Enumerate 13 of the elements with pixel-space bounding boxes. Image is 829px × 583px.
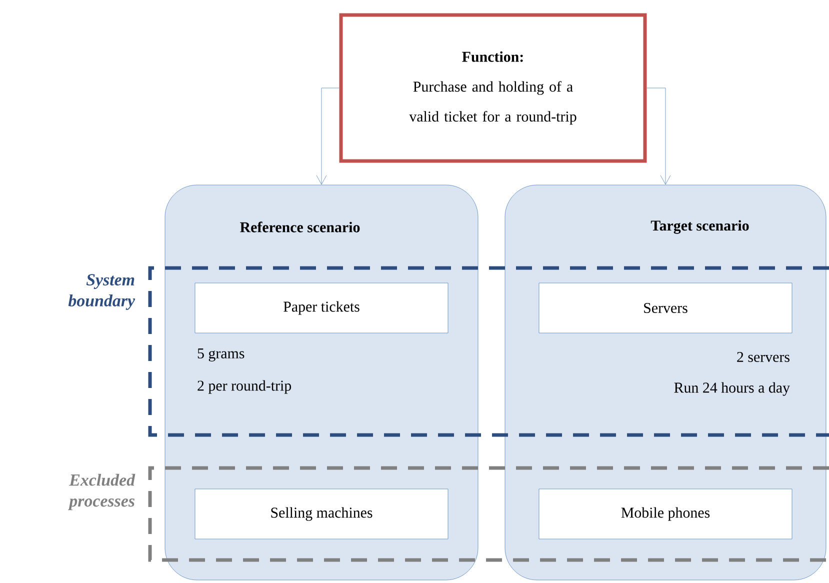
process-box: Selling machines (194, 488, 448, 540)
note-text: 5 grams (198, 348, 244, 362)
process-box: Mobile phones (538, 488, 792, 540)
process-box: Servers (538, 282, 792, 334)
boundary-label: Excluded processes (68, 474, 136, 510)
note-text: 2 per round-trip (198, 380, 292, 394)
boundary-label: System boundary (68, 274, 136, 310)
arrow (646, 88, 671, 185)
note-text: 2 servers (737, 352, 790, 362)
process-box: Paper tickets (194, 282, 448, 334)
arrow (316, 88, 340, 185)
note-text: Run 24 hours a day (674, 382, 790, 396)
function-box: Function: Purchase and holding of a valid ticket for a round-trip (339, 13, 647, 163)
